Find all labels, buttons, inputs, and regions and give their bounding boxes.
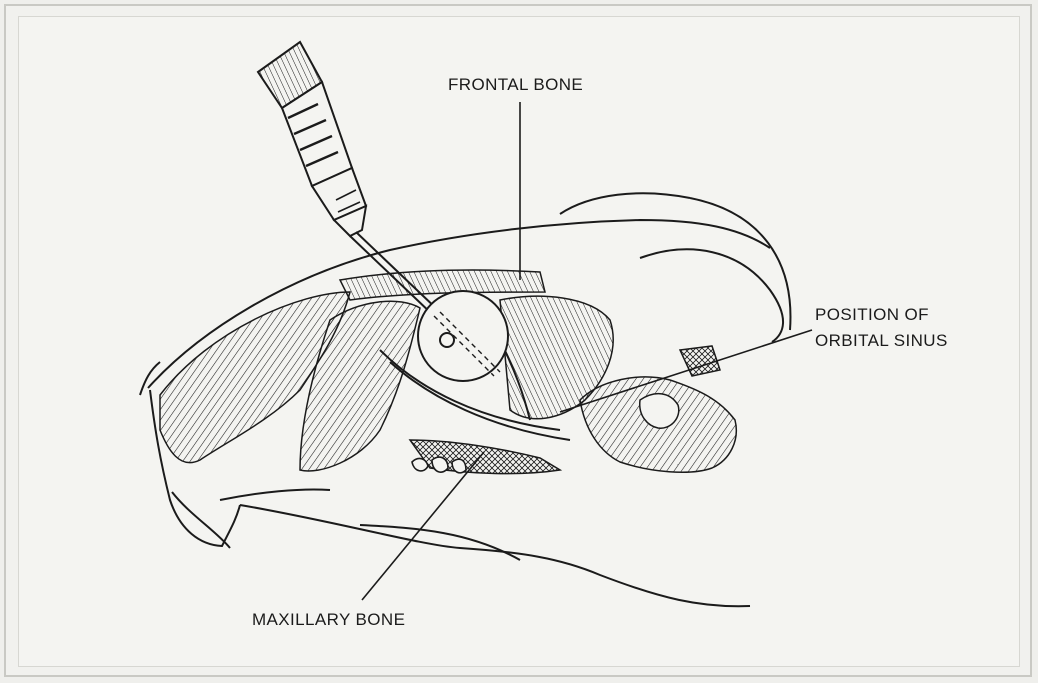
frontal-bone-label: FRONTAL BONE <box>448 76 583 93</box>
orbital-sinus-label: POSITION OF ORBITAL SINUS <box>815 302 948 355</box>
maxillary-bone-label: MAXILLARY BONE <box>252 611 405 628</box>
orbital-sinus-label-line2: ORBITAL SINUS <box>815 328 948 354</box>
teeth <box>412 457 466 473</box>
injection-site-circle <box>418 291 508 381</box>
orbital-sinus-label-line1: POSITION OF <box>815 302 948 328</box>
